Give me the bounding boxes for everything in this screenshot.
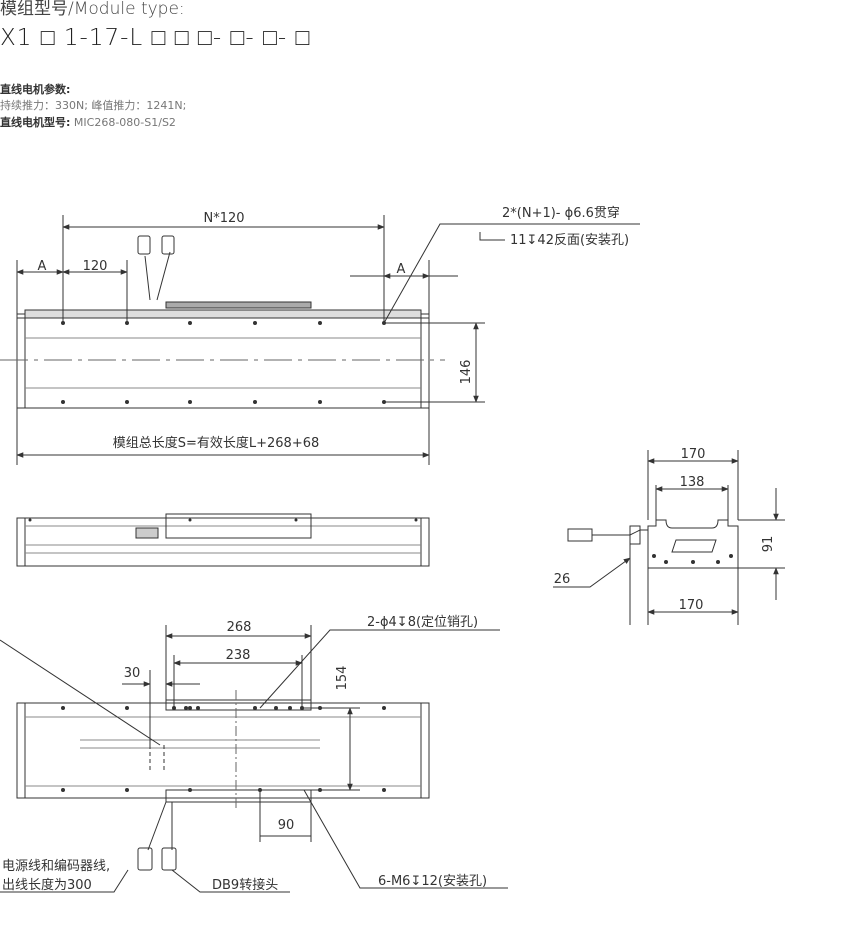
motor-model-label: 直线电机型号:: [0, 116, 71, 129]
side-view-slider: [165, 513, 312, 539]
counterbore-symbol: [479, 232, 505, 241]
bottom-connector-2: [161, 847, 177, 871]
dim-91: 91: [761, 536, 776, 553]
cable-note-1: 电源线和编码器线,: [2, 859, 110, 874]
top-view-rail: [24, 309, 422, 319]
hole-note-2: 11↧42反面(安装孔): [510, 233, 629, 248]
bottom-view: [0, 625, 508, 893]
motor-params-line: 持续推力：330N; 峰值推力：1241N;: [0, 99, 187, 112]
total-length-label: 模组总长度S=有效长度L+268+68: [113, 435, 320, 451]
module-type-label: 模组型号/Module type:: [0, 0, 185, 19]
dim-238: 238: [226, 648, 251, 663]
bottom-slider-bottom: [165, 789, 312, 803]
end-view: [553, 450, 785, 625]
bottom-holes: [61, 706, 386, 792]
dim-268: 268: [227, 620, 252, 635]
bottom-view-body: [16, 702, 430, 799]
dim-30: 30: [124, 666, 141, 681]
bottom-slider-top: [165, 699, 312, 711]
cable-note-2: 出线长度为300: [2, 877, 92, 893]
motor-params-title: 直线电机参数:: [0, 83, 71, 96]
side-view-connector: [135, 527, 159, 539]
top-cable: [144, 251, 171, 301]
dim-a-right: A: [397, 262, 406, 277]
top-connector-2: [161, 235, 175, 255]
top-holes: [61, 321, 386, 404]
top-connector-1: [137, 235, 151, 255]
bottom-connector-1: [137, 847, 153, 871]
mount-note: 6-M6↧12(安装孔): [378, 874, 487, 889]
top-view-slider: [165, 301, 312, 309]
motor-model-line: 直线电机型号: MIC268-080-S1/S2: [0, 114, 176, 130]
dim-170-top: 170: [681, 447, 706, 462]
motor-model-value: MIC268-080-S1/S2: [73, 116, 176, 129]
dim-a-left: A: [38, 259, 47, 274]
dim-90: 90: [278, 818, 295, 833]
dim-26: 26: [554, 572, 571, 587]
side-view-body: [16, 517, 430, 567]
dim-170-bottom: 170: [679, 598, 704, 613]
pin-note: 2-ϕ4↧8(定位销孔): [367, 615, 478, 630]
end-view-connector: [567, 528, 593, 542]
end-view-window: [671, 539, 717, 553]
dim-120: 120: [83, 259, 108, 274]
dim-146: 146: [459, 360, 474, 385]
hole-note-1: 2*(N+1)- ϕ6.6贯穿: [502, 205, 620, 221]
module-type-code: X1 □ 1-17-L □ □ □- □- □- □: [0, 25, 311, 51]
side-view: [16, 513, 430, 567]
connector-note: DB9转接头: [212, 877, 278, 893]
dim-n120: N*120: [203, 211, 244, 226]
top-view: [0, 215, 640, 465]
dim-154: 154: [335, 666, 350, 691]
dim-138: 138: [680, 475, 705, 490]
top-view-body: [16, 317, 430, 409]
